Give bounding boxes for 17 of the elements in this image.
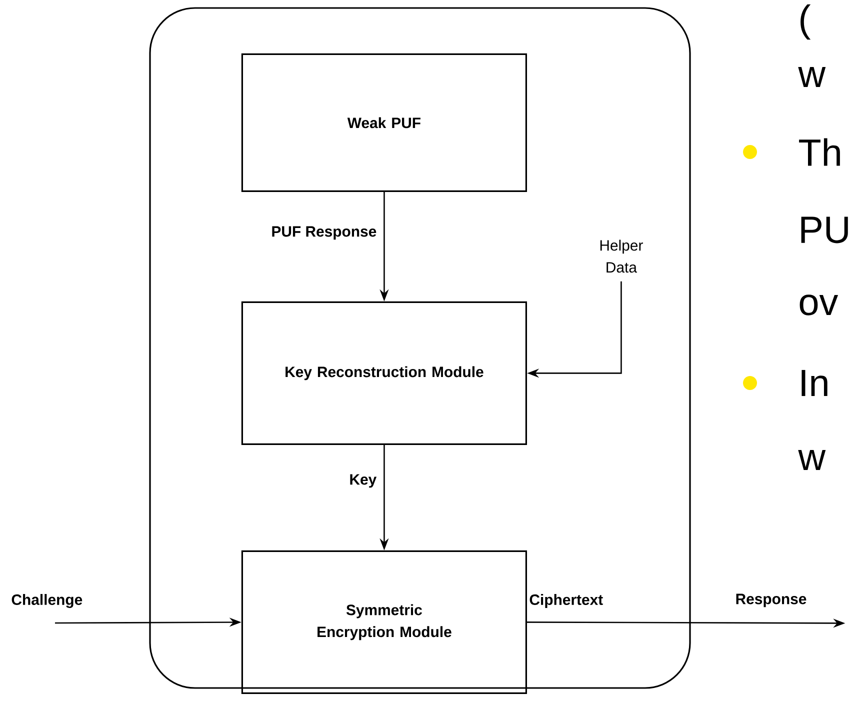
slide-text: Th [799,138,840,166]
edge-label: PUF Response [270,225,378,241]
slide-text: ov [800,294,838,316]
slide-text: w [798,450,826,470]
edge-label: Challenge [10,593,84,609]
output-label: Response [736,594,806,608]
outer-frame [149,7,691,689]
slide-text: ( [800,4,811,40]
process-box: Weak PUF [241,53,527,192]
edge-label: Ciphertext [528,593,604,609]
edge-label: Key [348,473,378,489]
process-box: Symmetric Encryption Module [241,550,527,694]
slide-text: In [802,370,828,396]
bare-text: Helper Data [600,240,643,273]
slide-text: PU [801,216,848,244]
slide-text: w [798,67,826,87]
process-box: Key Reconstruction Module [241,301,527,445]
